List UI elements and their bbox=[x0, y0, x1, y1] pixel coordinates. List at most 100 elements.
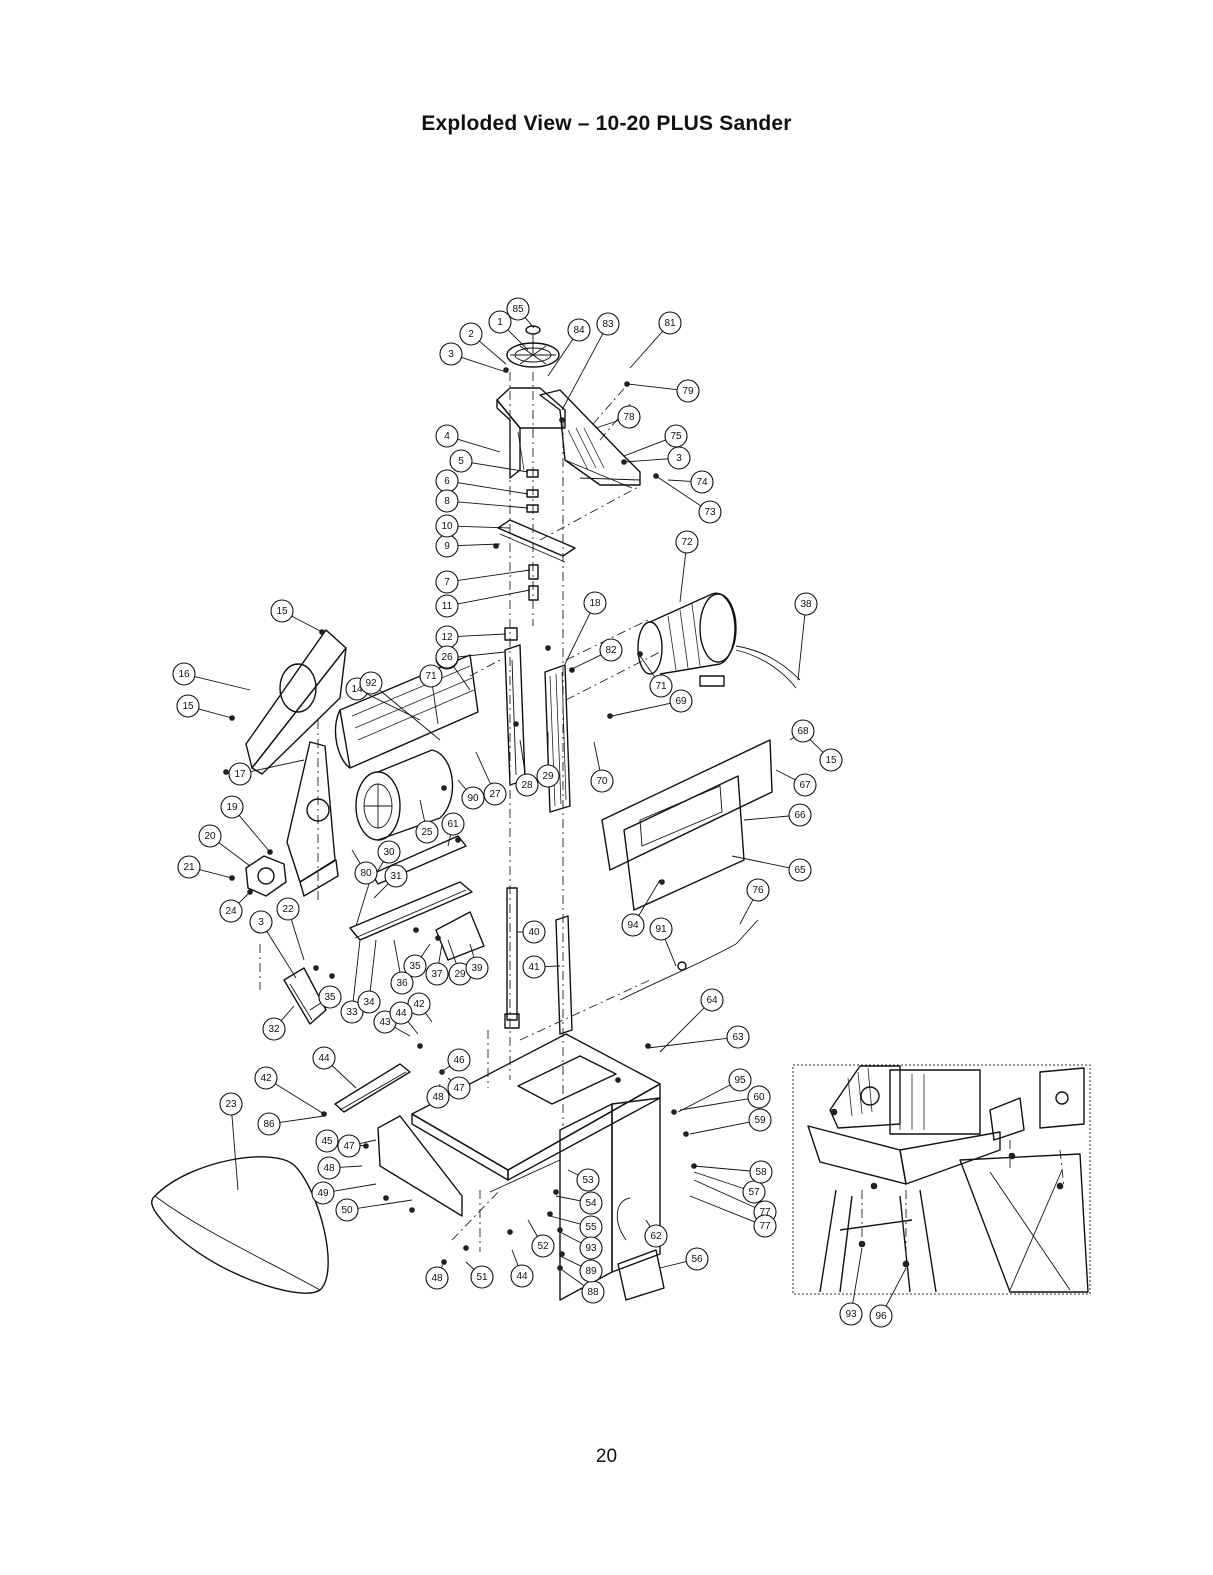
callout-number: 47 bbox=[453, 1083, 465, 1094]
main-part-callout-48: 48 bbox=[317, 1156, 341, 1180]
callout-number: 9 bbox=[444, 541, 450, 552]
callout-number: 41 bbox=[528, 962, 540, 973]
main-part-callout-57: 57 bbox=[742, 1180, 766, 1204]
leader-line-24 bbox=[238, 891, 251, 904]
callout-balloon bbox=[728, 1068, 752, 1092]
callout-number: 62 bbox=[650, 1231, 662, 1242]
leader-line-48 bbox=[440, 1261, 445, 1269]
main-part-callout-52: 52 bbox=[531, 1234, 555, 1258]
main-part-callout-8: 8 bbox=[435, 489, 459, 513]
callout-balloon bbox=[384, 864, 408, 888]
callout-number: 59 bbox=[754, 1115, 766, 1126]
main-part-callout-75: 75 bbox=[664, 424, 688, 448]
leader-line-96 bbox=[885, 1267, 907, 1307]
callout-balloon bbox=[522, 955, 546, 979]
leader-line-44 bbox=[511, 1249, 519, 1266]
callout-balloon bbox=[447, 1076, 471, 1100]
leader-line-36 bbox=[393, 939, 401, 973]
callout-balloon bbox=[389, 1001, 413, 1025]
callout-balloon bbox=[599, 638, 623, 662]
leader-line-77 bbox=[693, 1179, 756, 1208]
leader-line-33 bbox=[352, 939, 361, 1002]
main-part-callout-35: 35 bbox=[403, 954, 427, 978]
top-frame bbox=[496, 387, 641, 489]
callout-number: 81 bbox=[664, 318, 676, 329]
callout-balloon bbox=[675, 530, 699, 554]
leader-line-9 bbox=[457, 543, 501, 547]
main-part-callout-82: 82 bbox=[599, 638, 623, 662]
leader-line-69 bbox=[611, 702, 671, 717]
sanding-drum bbox=[355, 749, 454, 841]
callout-balloon bbox=[664, 424, 688, 448]
callout-balloon bbox=[791, 719, 815, 743]
callout-number: 74 bbox=[696, 477, 708, 488]
main-part-callout-95: 95 bbox=[728, 1068, 752, 1092]
callout-number: 33 bbox=[346, 1007, 358, 1018]
leader-line-25 bbox=[419, 799, 426, 822]
leader-line-65 bbox=[731, 855, 790, 869]
callout-number: 88 bbox=[587, 1287, 599, 1298]
main-part-callout-77: 77 bbox=[753, 1214, 777, 1238]
main-part-callout-38: 38 bbox=[794, 592, 818, 616]
callout-number: 36 bbox=[396, 978, 408, 989]
callout-number: 28 bbox=[521, 780, 533, 791]
callout-balloon bbox=[262, 1017, 286, 1041]
leader-line-85 bbox=[524, 317, 535, 329]
main-part-callout-71: 71 bbox=[419, 664, 443, 688]
callout-balloon bbox=[596, 312, 620, 336]
leader-line-12 bbox=[457, 633, 506, 637]
callout-balloon bbox=[449, 449, 473, 473]
main-part-callout-37: 37 bbox=[425, 962, 449, 986]
main-part-callout-25: 25 bbox=[415, 820, 439, 844]
access-panel bbox=[601, 739, 773, 911]
callout-balloon bbox=[426, 1085, 450, 1109]
callout-balloon bbox=[276, 897, 300, 921]
main-part-callout-30: 30 bbox=[377, 840, 401, 864]
callout-balloon bbox=[839, 1302, 863, 1326]
leader-line-14 bbox=[366, 693, 421, 721]
main-part-callout-86: 86 bbox=[257, 1112, 281, 1136]
main-part-callout-44: 44 bbox=[389, 1001, 413, 1025]
callout-number: 93 bbox=[845, 1309, 857, 1320]
callout-balloon bbox=[583, 591, 607, 615]
callout-number: 21 bbox=[183, 862, 195, 873]
leader-line-55 bbox=[549, 1215, 581, 1225]
callout-number: 23 bbox=[225, 1099, 237, 1110]
callout-number: 71 bbox=[655, 681, 667, 692]
handwheel bbox=[506, 325, 560, 368]
leader-line-59 bbox=[689, 1121, 750, 1135]
callout-balloon bbox=[788, 858, 812, 882]
main-part-callout-81: 81 bbox=[658, 311, 682, 335]
callout-balloon bbox=[746, 878, 770, 902]
leader-line-89 bbox=[559, 1255, 582, 1267]
leader-line-68 bbox=[789, 736, 795, 741]
callout-balloon bbox=[793, 773, 817, 797]
main-part-callout-20: 20 bbox=[198, 824, 222, 848]
leader-line-44 bbox=[407, 1021, 419, 1035]
main-part-callout-88: 88 bbox=[581, 1280, 605, 1304]
main-part-callout-11: 11 bbox=[435, 594, 459, 618]
main-part-callout-3: 3 bbox=[667, 446, 691, 470]
main-part-callout-92: 92 bbox=[359, 671, 383, 695]
callout-number: 24 bbox=[225, 906, 237, 917]
main-part-callout-72: 72 bbox=[675, 530, 699, 554]
callout-number: 58 bbox=[755, 1167, 767, 1178]
callout-number: 38 bbox=[800, 599, 812, 610]
base-cabinet bbox=[377, 1033, 661, 1301]
main-part-callout-18: 18 bbox=[583, 591, 607, 615]
main-part-callout-21: 21 bbox=[177, 855, 201, 879]
callout-balloon bbox=[435, 489, 459, 513]
callout-number: 71 bbox=[425, 671, 437, 682]
main-part-callout-32: 32 bbox=[262, 1017, 286, 1041]
callout-number: 3 bbox=[258, 917, 264, 928]
callout-balloon bbox=[220, 795, 244, 819]
callout-balloon bbox=[390, 971, 414, 995]
main-part-callout-15: 15 bbox=[176, 694, 200, 718]
callout-balloon bbox=[747, 1085, 771, 1109]
main-part-callout-22: 22 bbox=[276, 897, 300, 921]
callout-number: 40 bbox=[528, 927, 540, 938]
leader-line-86 bbox=[279, 1115, 325, 1123]
callout-balloon bbox=[459, 322, 483, 346]
callout-number: 37 bbox=[431, 969, 443, 980]
main-part-callout-3: 3 bbox=[249, 910, 273, 934]
